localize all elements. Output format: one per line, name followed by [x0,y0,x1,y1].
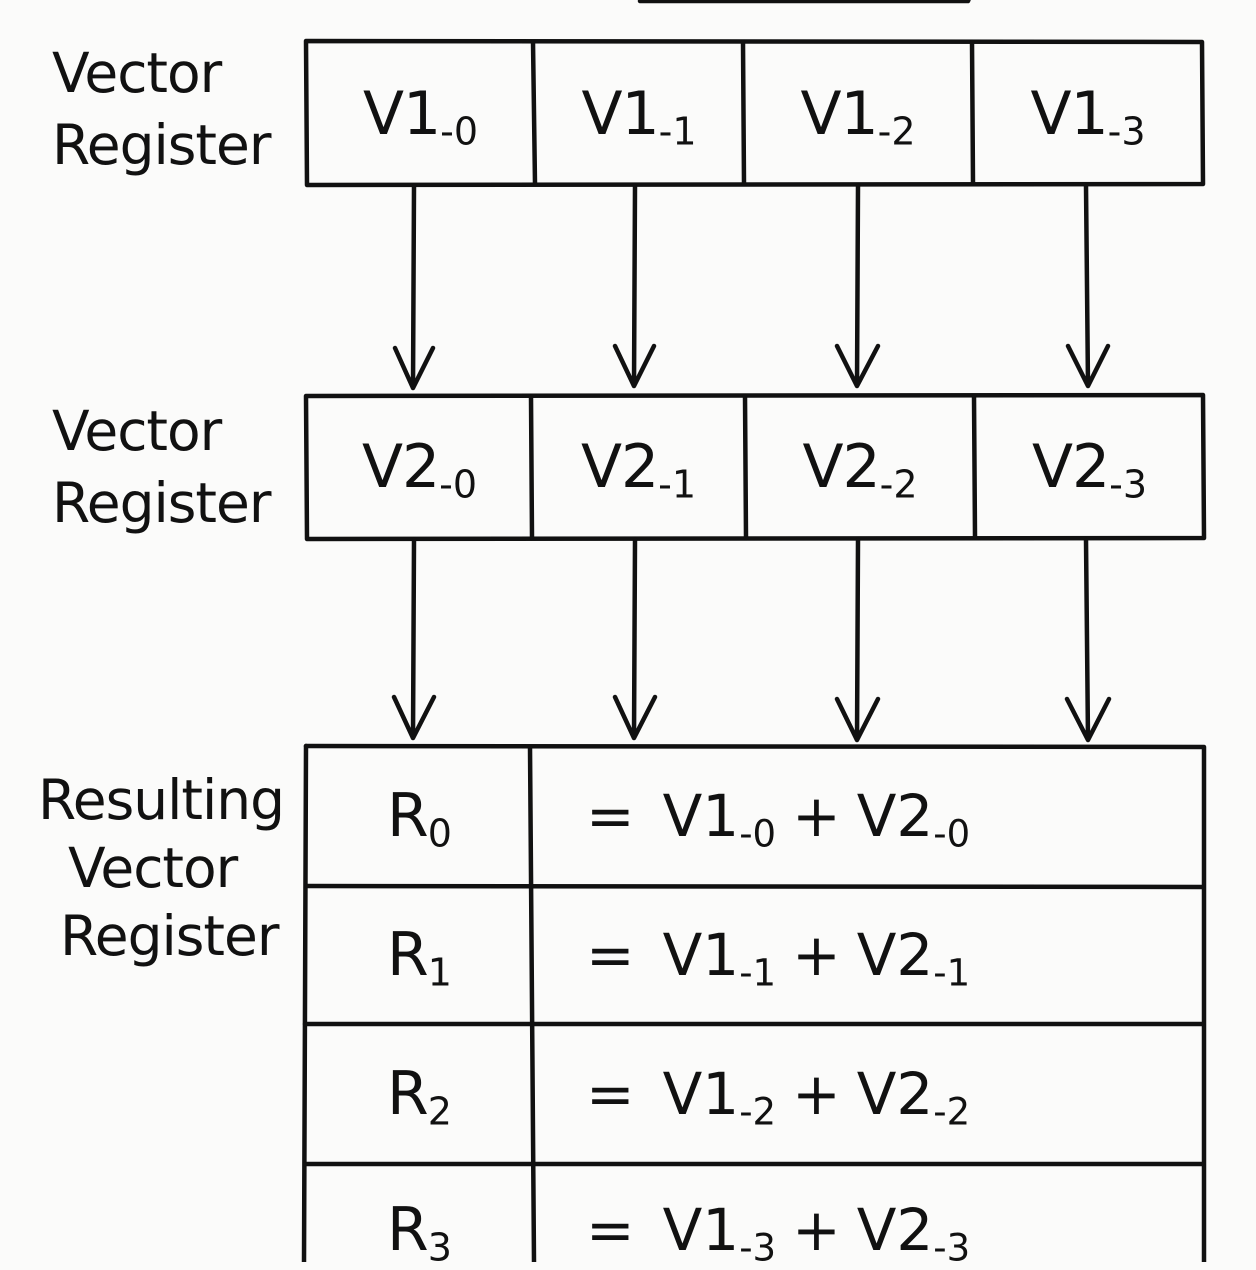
v1-register-label-line-2: Register [52,113,271,177]
v2-cell-3: V2-3 [1031,432,1148,507]
result-register-label: Resulting Vector Register [38,766,285,970]
arrow-v2-1 [612,537,658,741]
result-expression-2: =V1-2+V2-2 [586,1060,971,1134]
v2-register-label-line-2: Register [52,471,271,535]
v1-cell-3: V1-3 [1030,79,1146,154]
arrows-v1-to-v2 [392,183,1111,391]
arrow-v1-2 [834,183,881,389]
equals-sign: = [586,1196,635,1264]
plus-sign: + [792,1196,841,1264]
arrow-v1-1 [612,183,657,389]
v2-register-label: Vector Register [52,399,271,535]
result-expression-0: =V1-0+V2-0 [586,782,971,856]
equals-sign: = [586,1060,635,1128]
result-expression-3: =V1-3+V2-3 [586,1196,971,1270]
v1-register-box [303,38,1206,188]
arrow-v1-3 [1065,183,1111,389]
result-cell-r2: R2 [387,1059,452,1134]
v1-register-label: Vector Register [52,41,271,177]
plus-sign: + [792,782,841,850]
v2-cell-1: V2-1 [580,432,697,507]
v2-cell-2: V2-2 [802,432,918,507]
arrow-v2-0 [391,537,437,741]
result-register-table [301,743,1207,1262]
arrow-v2-3 [1064,537,1112,743]
result-expression-1: =V1-1+V2-1 [586,921,971,995]
v1-register-label-line-1: Vector [52,41,222,105]
plus-sign: + [792,1060,841,1128]
arrows-v2-to-result [391,537,1112,743]
result-cell-r0: R0 [387,781,452,856]
result-register-label-line-3: Register [60,904,279,968]
v1-cell-0: V1-0 [362,79,479,154]
result-cell-r1: R1 [387,920,452,995]
v1-cell-2: V1-2 [800,79,916,154]
result-register-label-line-1: Resulting [38,768,285,832]
result-cell-r3: R3 [387,1195,452,1270]
top-box-fragment [637,0,971,4]
arrow-v1-0 [392,183,436,391]
v1-cell-1: V1-1 [581,79,697,154]
v2-cell-0: V2-0 [361,432,478,507]
arrow-v2-2 [834,537,881,743]
plus-sign: + [792,921,841,989]
v2-register-label-line-1: Vector [52,399,222,463]
v2-register-box [303,392,1207,542]
equals-sign: = [586,921,635,989]
result-register-label-line-2: Vector [68,836,238,900]
equals-sign: = [586,782,635,850]
